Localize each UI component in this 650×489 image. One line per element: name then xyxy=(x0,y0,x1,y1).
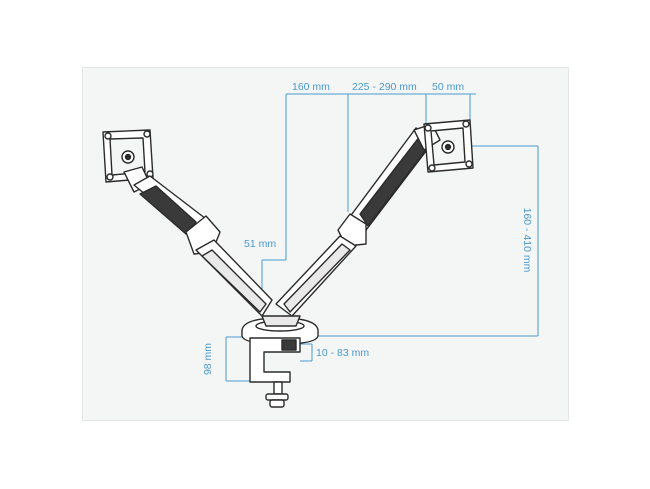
desk-clamp xyxy=(241,315,319,408)
arm-reach-label: 225 - 290 mm xyxy=(352,81,417,93)
left-arm xyxy=(102,129,273,317)
diagram-background xyxy=(82,67,569,421)
arm-offset-label: 160 mm xyxy=(292,81,330,93)
clamp-height-label: 98 mm xyxy=(202,343,214,375)
pole-width-label: 51 mm xyxy=(244,238,276,250)
clamp-range-label: 10 - 83 mm xyxy=(316,347,369,359)
height-range-label: 160 - 410 mm xyxy=(521,208,533,273)
dimension-labels: 160 mm 225 - 290 mm 50 mm 51 mm 10 - 83 … xyxy=(202,81,533,375)
vesa-offset-label: 50 mm xyxy=(432,81,464,93)
right-arm xyxy=(275,119,474,317)
dimension-lines xyxy=(225,93,539,382)
